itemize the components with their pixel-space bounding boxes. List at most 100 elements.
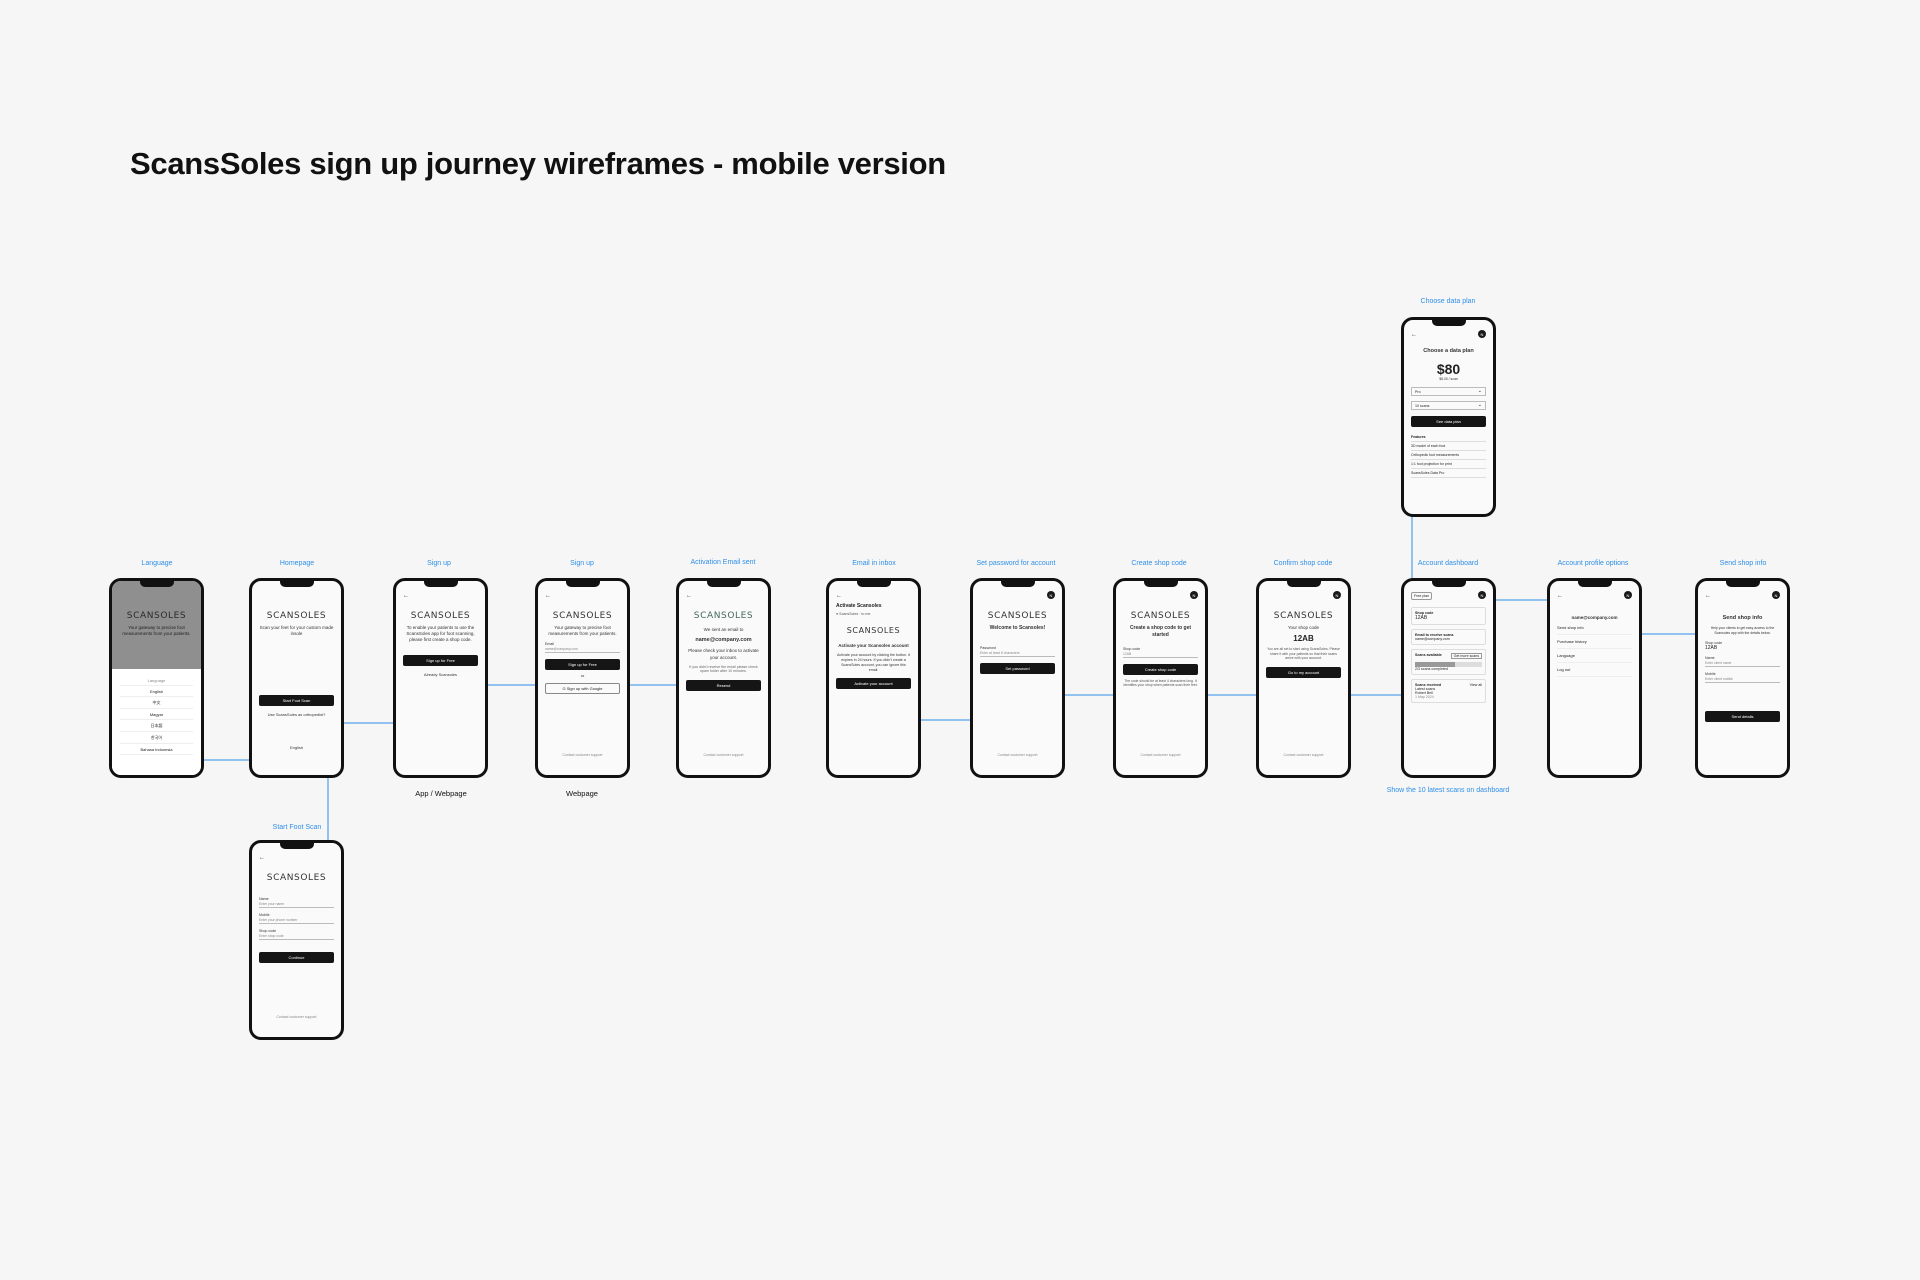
- sender-avatar-icon: ●: [836, 612, 840, 616]
- brand-logo: SCANSOLES: [987, 611, 1048, 621]
- support-link[interactable]: Contact customer support: [997, 753, 1038, 757]
- label-send-info: Send shop info: [1719, 560, 1767, 567]
- set-password-button[interactable]: Set password: [980, 662, 1055, 674]
- back-arrow-icon[interactable]: ←: [1557, 593, 1563, 599]
- google-sign-up-button[interactable]: G Sign up with Google: [545, 683, 620, 695]
- name-field[interactable]: Enter client name: [1705, 660, 1780, 667]
- shop-code-field[interactable]: 12AB: [1123, 651, 1198, 658]
- language-selector[interactable]: English: [289, 745, 304, 751]
- welcome-heading: Welcome to Scansoles!: [989, 625, 1046, 631]
- scans-progress-fill: [1415, 662, 1456, 667]
- brand-logo: SCANSOLES: [693, 611, 754, 621]
- label-signup2: Sign up: [570, 560, 594, 567]
- activate-account-button[interactable]: Activate your account: [836, 678, 911, 690]
- back-arrow-icon[interactable]: ←: [1411, 332, 1417, 338]
- language-option[interactable]: 한국어: [120, 732, 193, 744]
- menu-item-log-out[interactable]: Log out: [1557, 663, 1632, 678]
- mobile-field[interactable]: Enter client mobile: [1705, 676, 1780, 683]
- label-inbox: Email in inbox: [852, 560, 896, 567]
- brand-logo: SCANSOLES: [1273, 611, 1334, 621]
- shop-code-heading: Your shop code: [1287, 625, 1320, 630]
- menu-item-language[interactable]: Language: [1557, 649, 1632, 664]
- language-option[interactable]: 中文: [120, 697, 193, 709]
- back-arrow-icon[interactable]: ←: [545, 593, 551, 599]
- label-app-webpage: App / Webpage: [415, 789, 467, 798]
- brand-logo: SCANSOLES: [266, 873, 327, 883]
- label-choose-plan: Choose data plan: [1420, 298, 1476, 305]
- menu-item-purchase-history[interactable]: Purchase history: [1557, 635, 1632, 650]
- support-link[interactable]: Contact customer support: [1283, 753, 1324, 757]
- sent-text: We sent an email to: [703, 627, 744, 632]
- send-details-button[interactable]: Send details: [1705, 710, 1780, 722]
- latest-scans-label: Latest scans: [1415, 687, 1436, 691]
- plan-select[interactable]: Pro: [1411, 387, 1486, 397]
- check-inbox-text: Please check your inbox to activate your…: [688, 648, 759, 660]
- resend-button[interactable]: Resend: [686, 680, 761, 692]
- phone-notch: [1000, 581, 1035, 587]
- avatar-icon[interactable]: N: [1478, 591, 1486, 599]
- back-arrow-icon[interactable]: ←: [1705, 593, 1711, 599]
- email-body: Activate your account by clicking the bu…: [837, 653, 910, 672]
- email-field[interactable]: name@company.com: [545, 646, 620, 654]
- phone-profile: ← N name@company.com Send shop info Purc…: [1547, 578, 1642, 778]
- feature-item: Orthopedic foot measurements: [1411, 451, 1486, 461]
- feature-item: 1:1 foot projection for print: [1411, 460, 1486, 470]
- scan-entry-name[interactable]: Robert Bell: [1415, 691, 1433, 695]
- create-shop-code-button[interactable]: Create shop code: [1123, 663, 1198, 675]
- shop-code-value: 12AB: [1415, 615, 1428, 621]
- phone-activation: ← SCANSOLES We sent an email to name@com…: [676, 578, 771, 778]
- go-to-account-button[interactable]: Go to my account: [1266, 666, 1341, 678]
- get-more-scans-button[interactable]: Get more scans: [1450, 653, 1482, 659]
- sign-up-button[interactable]: Sign up for Free: [545, 659, 620, 671]
- orthopedist-link[interactable]: Use ScansSoles as orthopedist?: [267, 712, 326, 718]
- avatar-icon[interactable]: N: [1478, 330, 1486, 338]
- shop-code-field[interactable]: Enter shop code: [259, 933, 334, 940]
- password-field[interactable]: Enter at least 8 characters: [980, 650, 1055, 657]
- back-arrow-icon[interactable]: ←: [259, 855, 265, 861]
- features-title: Features: [1411, 433, 1486, 443]
- shop-code-label: Shop code: [259, 929, 277, 933]
- tagline: Your gateway to precise foot measurement…: [548, 625, 617, 637]
- support-link[interactable]: Contact customer support: [1140, 753, 1181, 757]
- free-plan-chip[interactable]: Free plan: [1411, 592, 1433, 600]
- language-option[interactable]: 日本語: [120, 720, 193, 732]
- name-field[interactable]: Enter your name: [259, 901, 334, 908]
- support-link[interactable]: Contact customer support: [562, 753, 603, 757]
- language-option[interactable]: Bahasa Indonesia: [120, 744, 193, 755]
- label-profile: Account profile options: [1557, 560, 1629, 567]
- mobile-field[interactable]: Enter your phone number: [259, 917, 334, 924]
- back-arrow-icon[interactable]: ←: [403, 593, 409, 599]
- language-option[interactable]: English: [120, 686, 193, 697]
- password-label: Password: [980, 645, 996, 650]
- phone-foot-scan: ← SCANSOLES Name Enter your name Mobile …: [249, 840, 344, 1040]
- menu-item-send-shop-info[interactable]: Send shop info: [1557, 621, 1632, 636]
- plan-per-scan: $8.00 / scan: [1439, 377, 1458, 382]
- start-foot-scan-button[interactable]: Start Foot Scan: [259, 695, 334, 707]
- shop-code-note: You are all set to start using ScansSole…: [1267, 647, 1340, 661]
- scans-received-label: Scans received: [1415, 683, 1442, 687]
- already-link[interactable]: Already Scansoles: [423, 672, 458, 678]
- support-link[interactable]: Contact customer support: [276, 1015, 317, 1019]
- back-arrow-icon[interactable]: ←: [836, 593, 842, 599]
- phone-inbox: ← Activate Scansoles ● ScansSoles · to m…: [826, 578, 921, 778]
- avatar-icon[interactable]: N: [1624, 591, 1632, 599]
- scans-select[interactable]: 10 scans: [1411, 401, 1486, 411]
- continue-button[interactable]: Continue: [259, 952, 334, 963]
- avatar-icon[interactable]: N: [1047, 591, 1055, 599]
- shop-code-card: Shop code 12AB: [1411, 607, 1486, 625]
- avatar-icon[interactable]: N: [1772, 591, 1780, 599]
- avatar-icon[interactable]: N: [1190, 591, 1198, 599]
- label-confirm-shop: Confirm shop code: [1273, 560, 1333, 567]
- support-link[interactable]: Contact customer support: [703, 753, 744, 757]
- sign-up-button[interactable]: Sign up for Free: [403, 655, 478, 667]
- sheet-title: Language: [120, 675, 193, 686]
- avatar-icon[interactable]: N: [1333, 591, 1341, 599]
- back-arrow-icon[interactable]: ←: [686, 593, 692, 599]
- see-data-plan-button[interactable]: See data plan: [1411, 416, 1486, 428]
- view-all-link[interactable]: View all: [1469, 683, 1482, 687]
- tagline: Scan your feet for your custom made inso…: [259, 625, 334, 637]
- screen-dim-overlay: [112, 581, 201, 669]
- tagline: To enable your patients to use the Scans…: [406, 625, 475, 643]
- language-option[interactable]: Magyar: [120, 709, 193, 720]
- scans-progress-bar: [1415, 662, 1482, 667]
